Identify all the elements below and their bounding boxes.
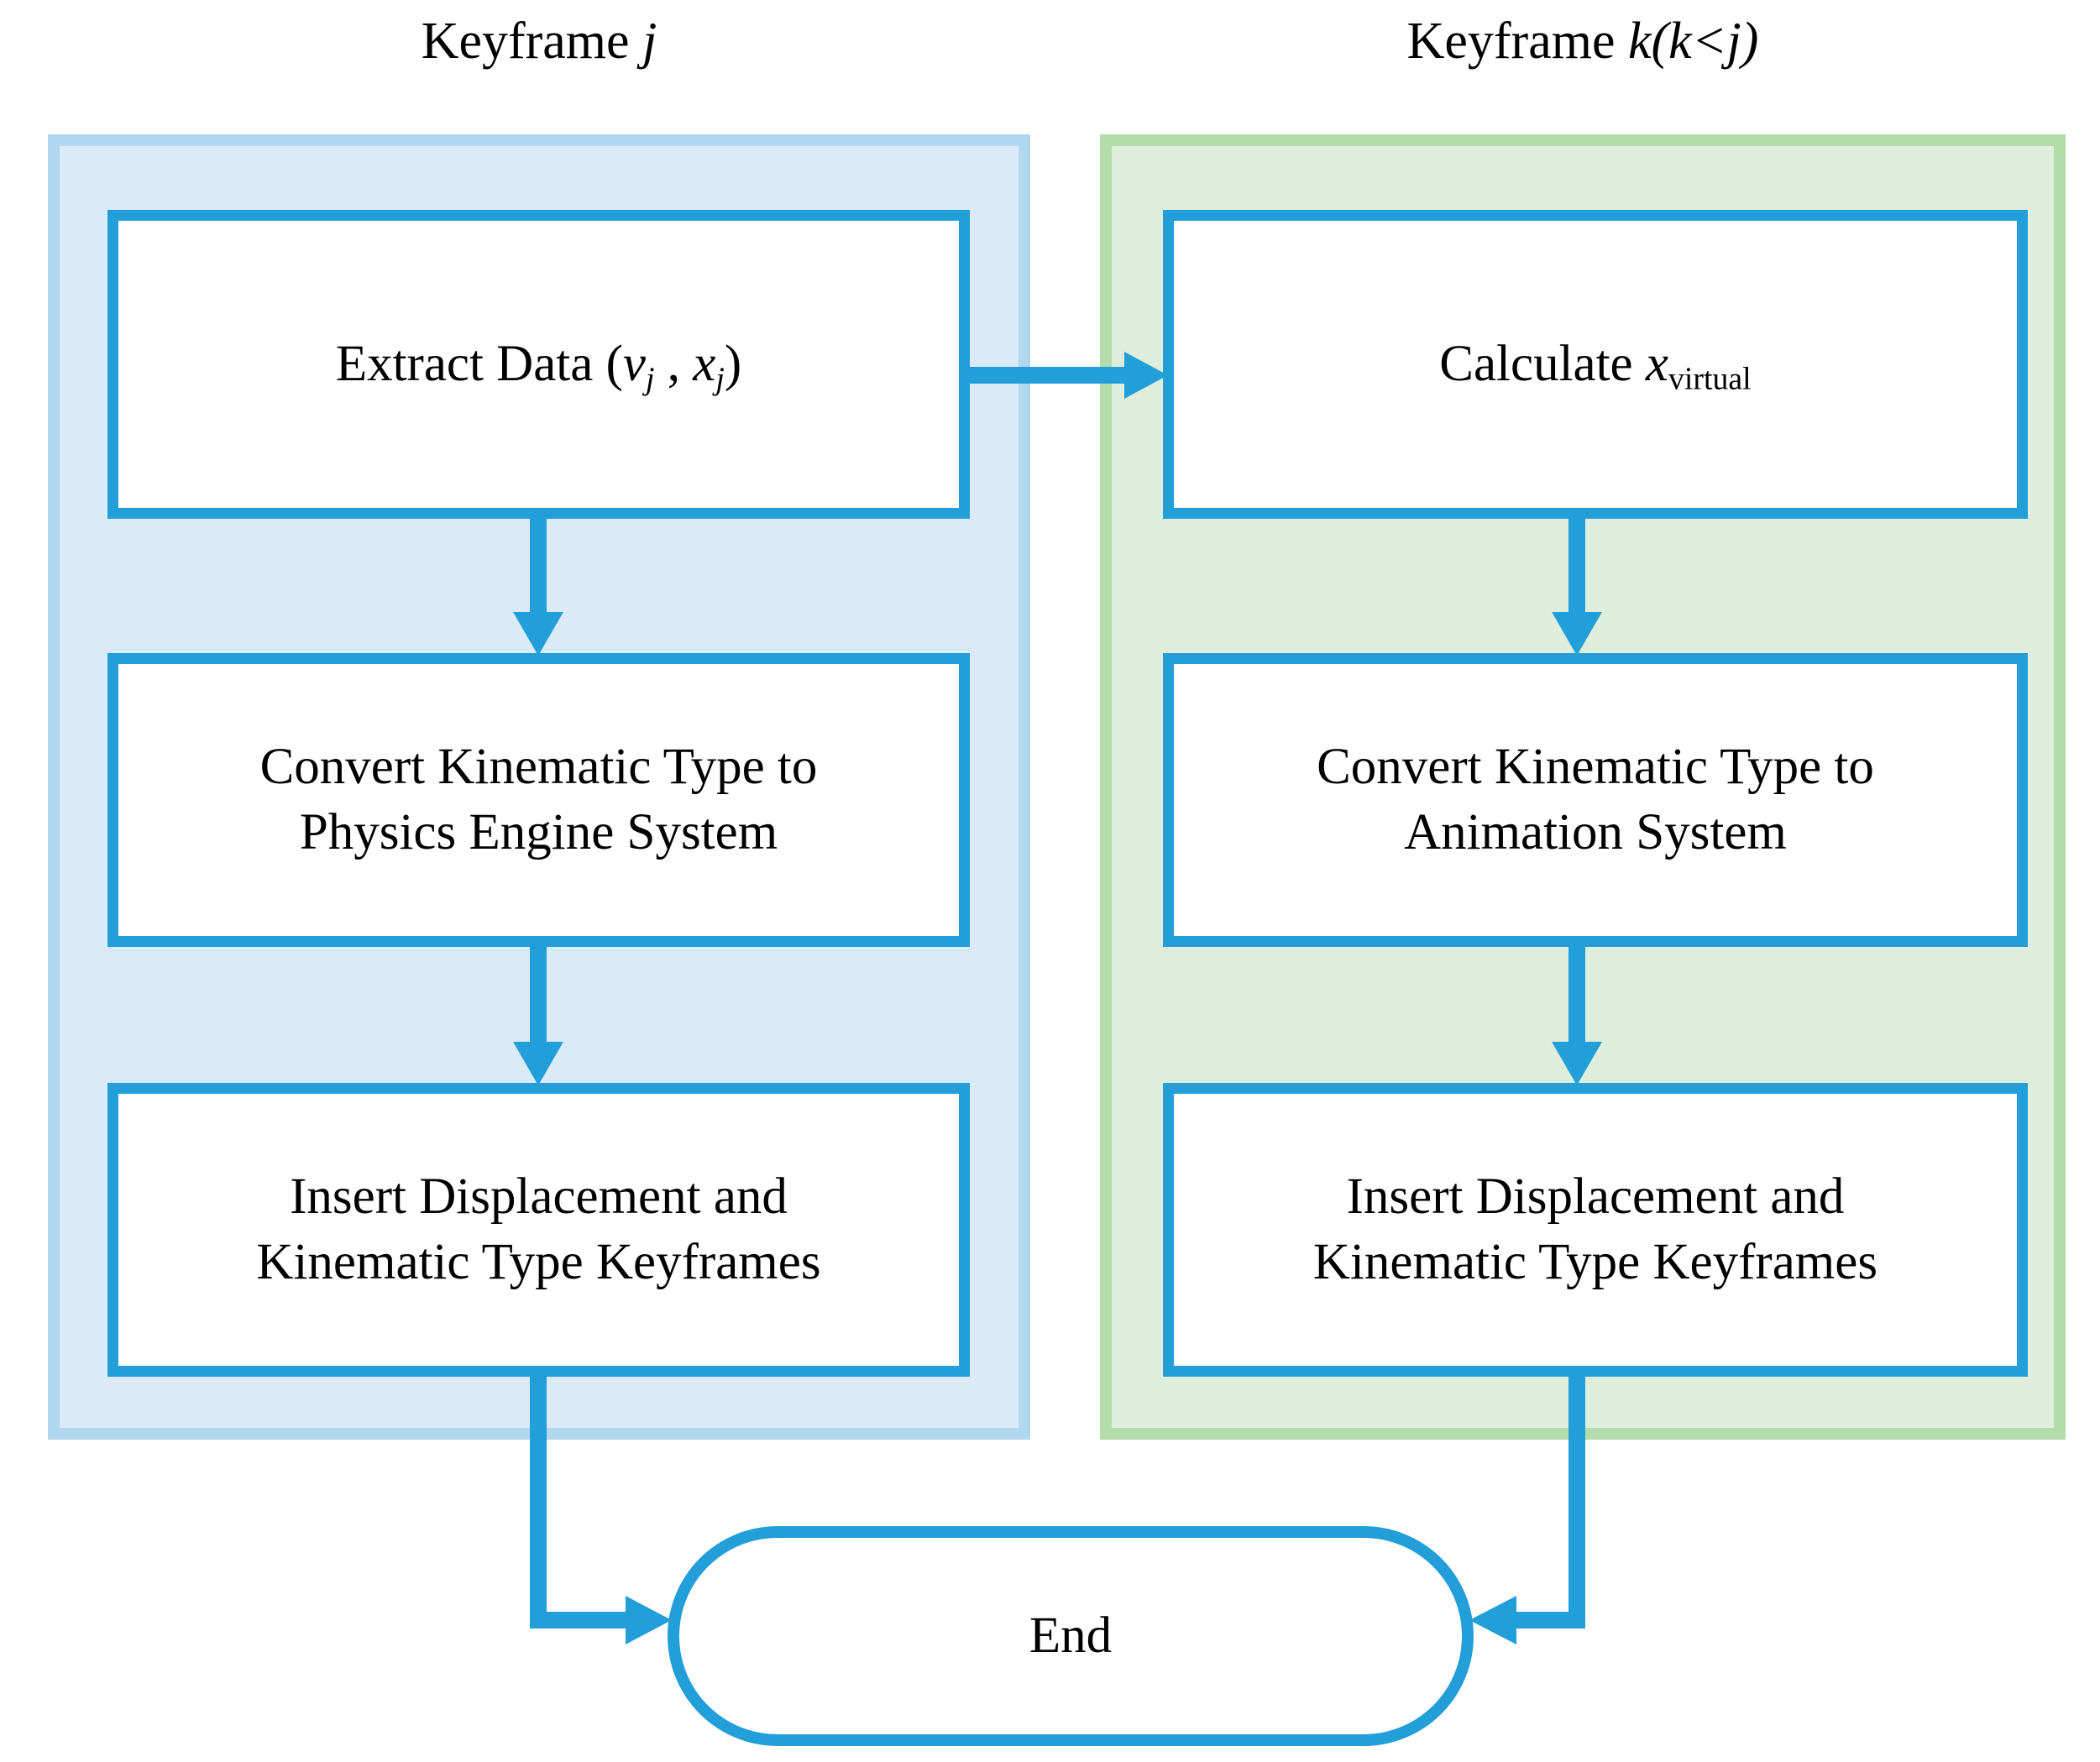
- convert-physics-line2: Physics Engine System: [299, 804, 778, 860]
- process-box-extract-data-label: Extract Data (vj , xj): [317, 332, 760, 397]
- process-box-convert-physics[interactable]: Convert Kinematic Type to Physics Engine …: [107, 653, 970, 947]
- column-header-left-prefix: Keyframe: [421, 13, 643, 70]
- process-box-convert-animation[interactable]: Convert Kinematic Type to Animation Syste…: [1163, 653, 2028, 947]
- process-box-convert-physics-label: Convert Kinematic Type to Physics Engine …: [242, 735, 836, 865]
- process-box-calculate-x-virtual-label: Calculate xvirtual: [1421, 332, 1769, 397]
- insert-right-line2: Kinematic Type Keyframes: [1312, 1234, 1878, 1290]
- insert-left-line2: Kinematic Type Keyframes: [256, 1234, 821, 1290]
- extract-data-prefix: Extract Data (: [335, 335, 623, 392]
- column-header-left: Keyframe j: [48, 15, 1030, 67]
- convert-physics-line1: Convert Kinematic Type to: [259, 738, 818, 795]
- process-box-calculate-x-virtual[interactable]: Calculate xvirtual: [1163, 210, 2028, 519]
- extract-data-var-v: v: [622, 335, 646, 392]
- convert-animation-line1: Convert Kinematic Type to: [1317, 738, 1874, 795]
- extract-data-var-x: x: [693, 335, 716, 392]
- terminator-end[interactable]: End: [668, 1526, 1474, 1746]
- extract-data-sub-j2: j: [715, 361, 725, 397]
- insert-right-line1: Insert Displacement and: [1346, 1168, 1845, 1225]
- process-box-extract-data[interactable]: Extract Data (vj , xj): [107, 210, 970, 519]
- column-header-right-prefix: Keyframe: [1406, 13, 1628, 70]
- calculate-sub-virtual: virtual: [1668, 361, 1752, 397]
- column-header-right: Keyframe k(k<j): [1100, 15, 2066, 67]
- extract-data-sub-j1: j: [645, 361, 655, 397]
- terminator-end-label: End: [1029, 1608, 1113, 1664]
- extract-data-suffix: ): [724, 335, 742, 392]
- convert-animation-line2: Animation System: [1404, 804, 1787, 860]
- column-header-right-symbol: k(k<j): [1627, 13, 1759, 70]
- extract-data-separator: ,: [654, 335, 694, 392]
- insert-left-line1: Insert Displacement and: [290, 1168, 788, 1225]
- column-header-left-symbol: j: [642, 13, 657, 70]
- calculate-var-x: x: [1645, 335, 1668, 392]
- calculate-prefix: Calculate: [1439, 335, 1646, 392]
- process-box-convert-animation-label: Convert Kinematic Type to Animation Syste…: [1298, 735, 1893, 865]
